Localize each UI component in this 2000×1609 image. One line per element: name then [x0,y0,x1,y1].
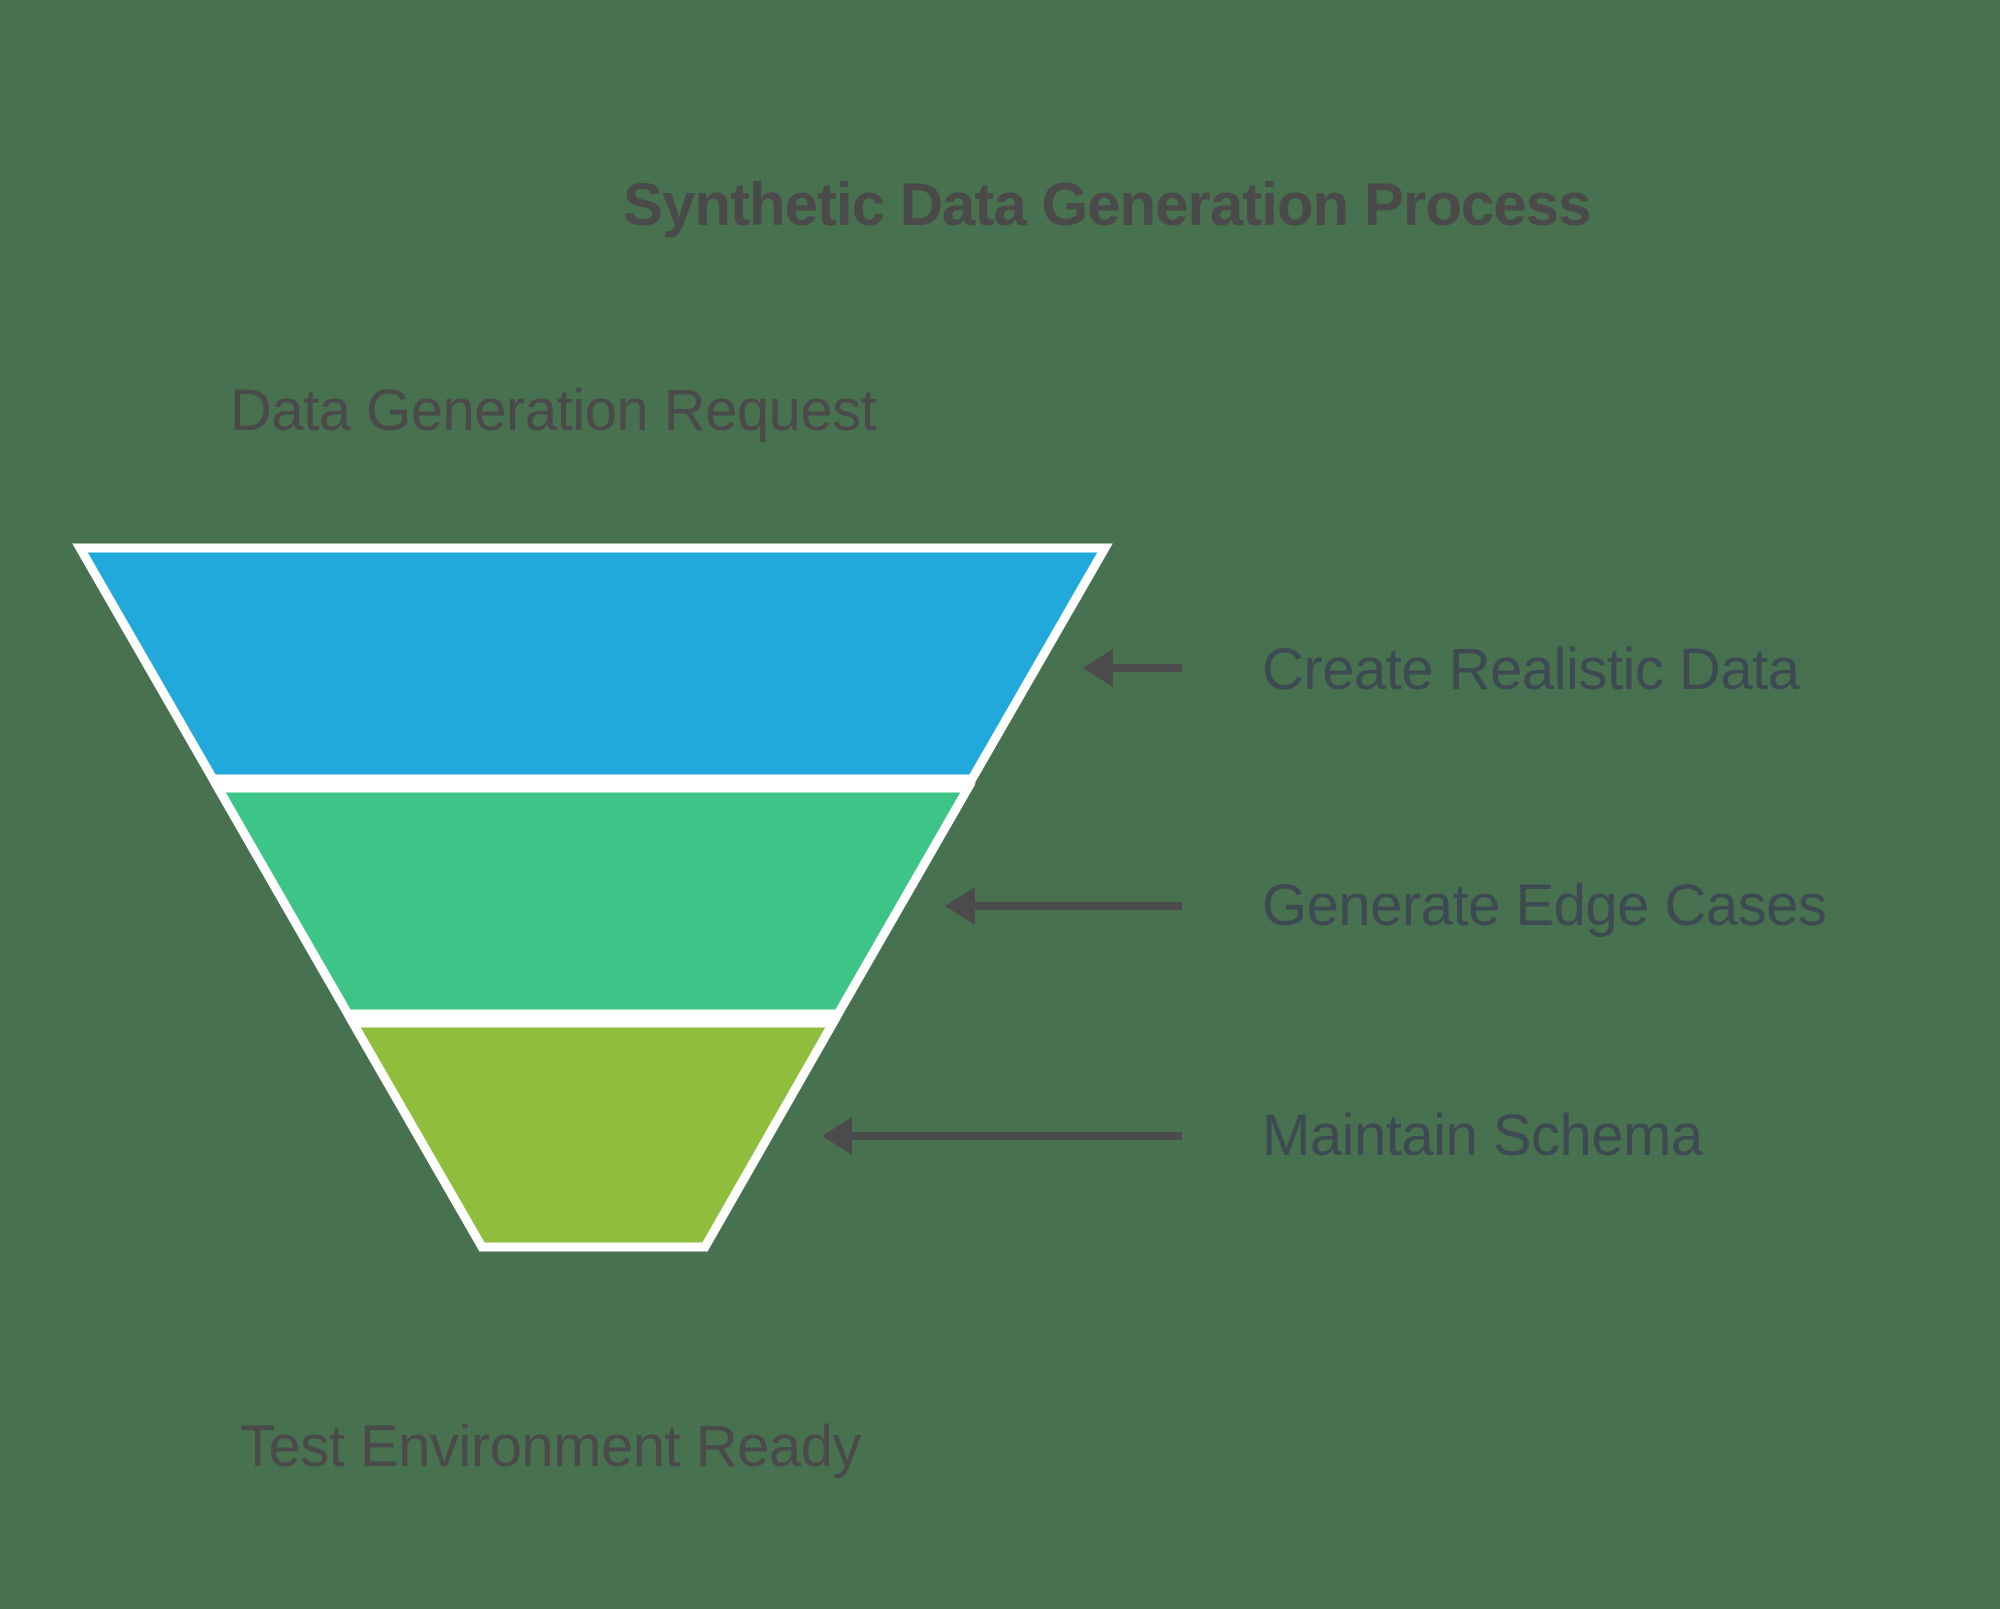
funnel-tier-top [72,543,1113,784]
arrow-head-left-icon [1083,649,1113,687]
arrow-maintain-schema [822,1117,1182,1155]
funnel-tier-bottom [345,1018,841,1252]
step-label-generate-edge-cases: Generate Edge Cases [1262,873,1827,938]
funnel-input-label: Data Generation Request [230,378,877,443]
step-label-maintain-schema: Maintain Schema [1262,1103,1703,1168]
arrow-head-left-icon [945,887,975,925]
arrow-head-left-icon [822,1117,852,1155]
arrow-create-realistic-data [1083,649,1182,687]
step-label-create-realistic-data: Create Realistic Data [1262,637,1800,702]
arrow-generate-edge-cases [945,887,1182,925]
funnel-output-label: Test Environment Ready [240,1414,861,1479]
funnel-tier-middle [210,783,976,1019]
diagram-title: Synthetic Data Generation Process [623,171,1591,238]
